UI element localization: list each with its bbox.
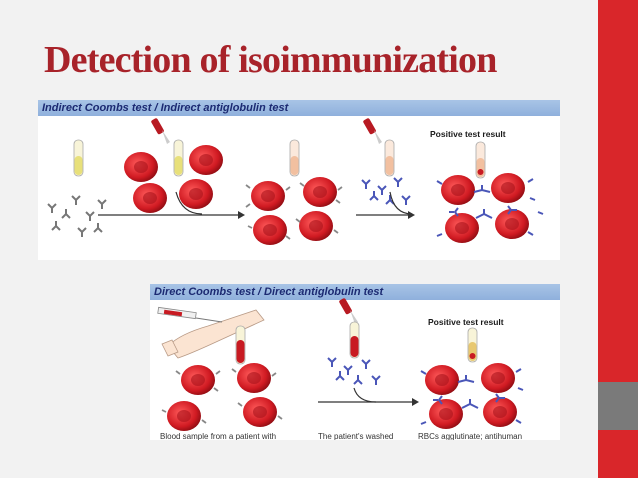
direct-positive-label: Positive test result xyxy=(428,317,504,327)
arm-icon xyxy=(161,309,265,359)
red-blood-cells-icon xyxy=(124,145,223,213)
syringe-icon xyxy=(157,306,223,323)
direct-coombs-header: Direct Coombs test / Direct antiglobulin… xyxy=(150,284,560,300)
anti-human-antibodies-icon xyxy=(327,357,381,385)
arrow-head-icon xyxy=(408,211,415,219)
direct-coombs-panel: Direct Coombs test / Direct antiglobulin… xyxy=(150,284,560,440)
slide-title: Detection of isoimmunization xyxy=(44,39,497,81)
test-tube-icon xyxy=(349,321,360,359)
agglutinated-cells-icon xyxy=(436,173,544,243)
agglutinated-cells-icon xyxy=(420,363,524,429)
caption-agglutinate: RBCs agglutinate; antihuman xyxy=(418,432,523,440)
indirect-coombs-panel: Indirect Coombs test / Indirect antiglob… xyxy=(38,100,560,260)
gray-sidebar-block xyxy=(598,382,638,430)
arrow-icon xyxy=(353,387,377,403)
indirect-positive-label: Positive test result xyxy=(430,129,506,139)
test-tube-icon xyxy=(384,139,395,177)
indirect-coombs-header: Indirect Coombs test / Indirect antiglob… xyxy=(38,100,560,116)
coated-red-blood-cells-icon xyxy=(245,177,343,245)
indirect-coombs-diagram xyxy=(47,118,544,245)
coated-red-blood-cells-icon xyxy=(161,363,283,431)
test-tube-icon xyxy=(73,139,84,177)
anti-human-antibodies-icon xyxy=(361,177,411,205)
direct-coombs-diagram xyxy=(157,298,524,431)
blood-tube-icon xyxy=(235,325,246,365)
dropper-icon xyxy=(363,118,382,144)
dropper-icon xyxy=(339,298,358,324)
caption-blood-sample: Blood sample from a patient with xyxy=(160,432,277,440)
positive-test-tube-icon xyxy=(475,141,486,179)
arrow-icon xyxy=(98,191,245,219)
arrow-head-icon xyxy=(412,398,419,406)
antibody-cluster-icon xyxy=(47,195,107,237)
caption-washed-rbcs: The patient's washed xyxy=(318,432,394,440)
positive-test-tube-icon xyxy=(467,327,478,363)
dropper-icon xyxy=(151,118,170,144)
test-tube-icon xyxy=(289,139,300,177)
arrow-icon xyxy=(389,191,413,215)
test-tube-icon xyxy=(173,139,184,177)
